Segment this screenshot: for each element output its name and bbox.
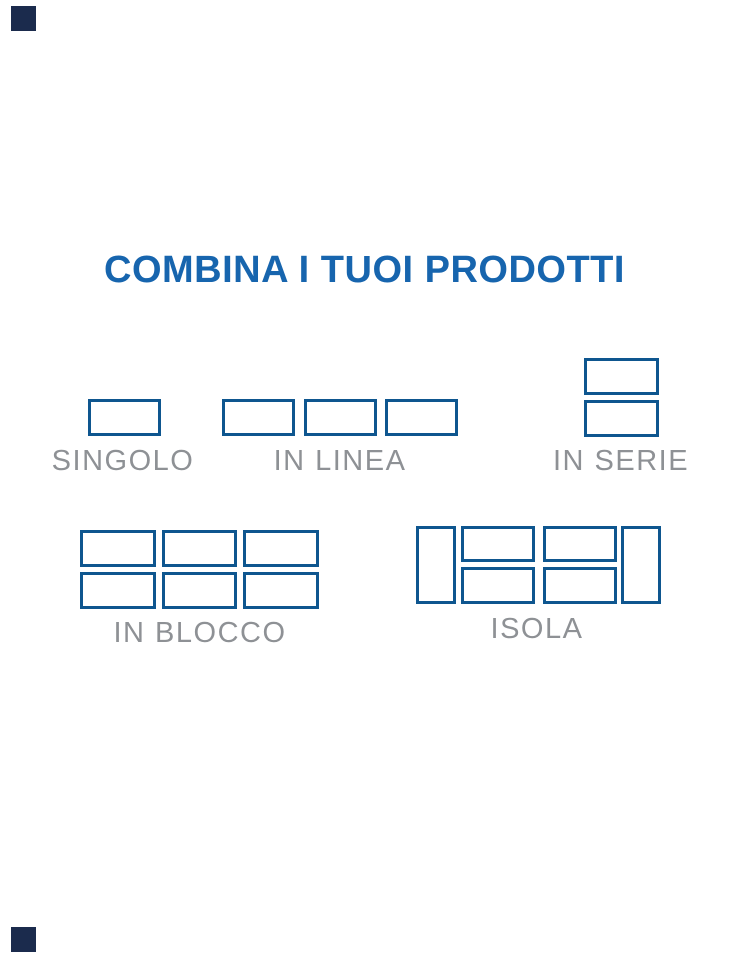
in-blocco-unit-box (80, 572, 156, 609)
in-blocco-unit-box (80, 530, 156, 567)
isola-unit-box (543, 526, 617, 562)
isola-tall-unit-box (416, 526, 456, 604)
in-serie-unit-box (584, 358, 659, 395)
layout-label-in-blocco: IN BLOCCO (113, 617, 287, 649)
layout-label-in-linea: IN LINEA (273, 445, 407, 477)
isola-unit-box (461, 526, 535, 562)
page-corner-marker-bottom (11, 927, 36, 952)
isola-tall-unit-box (621, 526, 661, 604)
layout-label-isola: ISOLA (490, 613, 584, 645)
in-blocco-unit-box (243, 572, 319, 609)
layout-label-in-serie: IN SERIE (552, 445, 690, 477)
layout-label-singolo: SINGOLO (51, 445, 195, 477)
isola-unit-box (543, 567, 617, 604)
page-title: COMBINA I TUOI PRODOTTI (104, 249, 625, 291)
in-blocco-unit-box (243, 530, 319, 567)
in-blocco-unit-box (162, 572, 237, 609)
singolo-unit-box (88, 399, 161, 436)
in-linea-unit-box (385, 399, 458, 436)
page-corner-marker-top (11, 6, 36, 31)
in-linea-unit-box (304, 399, 377, 436)
in-linea-unit-box (222, 399, 295, 436)
in-serie-unit-box (584, 400, 659, 437)
isola-unit-box (461, 567, 535, 604)
in-blocco-unit-box (162, 530, 237, 567)
